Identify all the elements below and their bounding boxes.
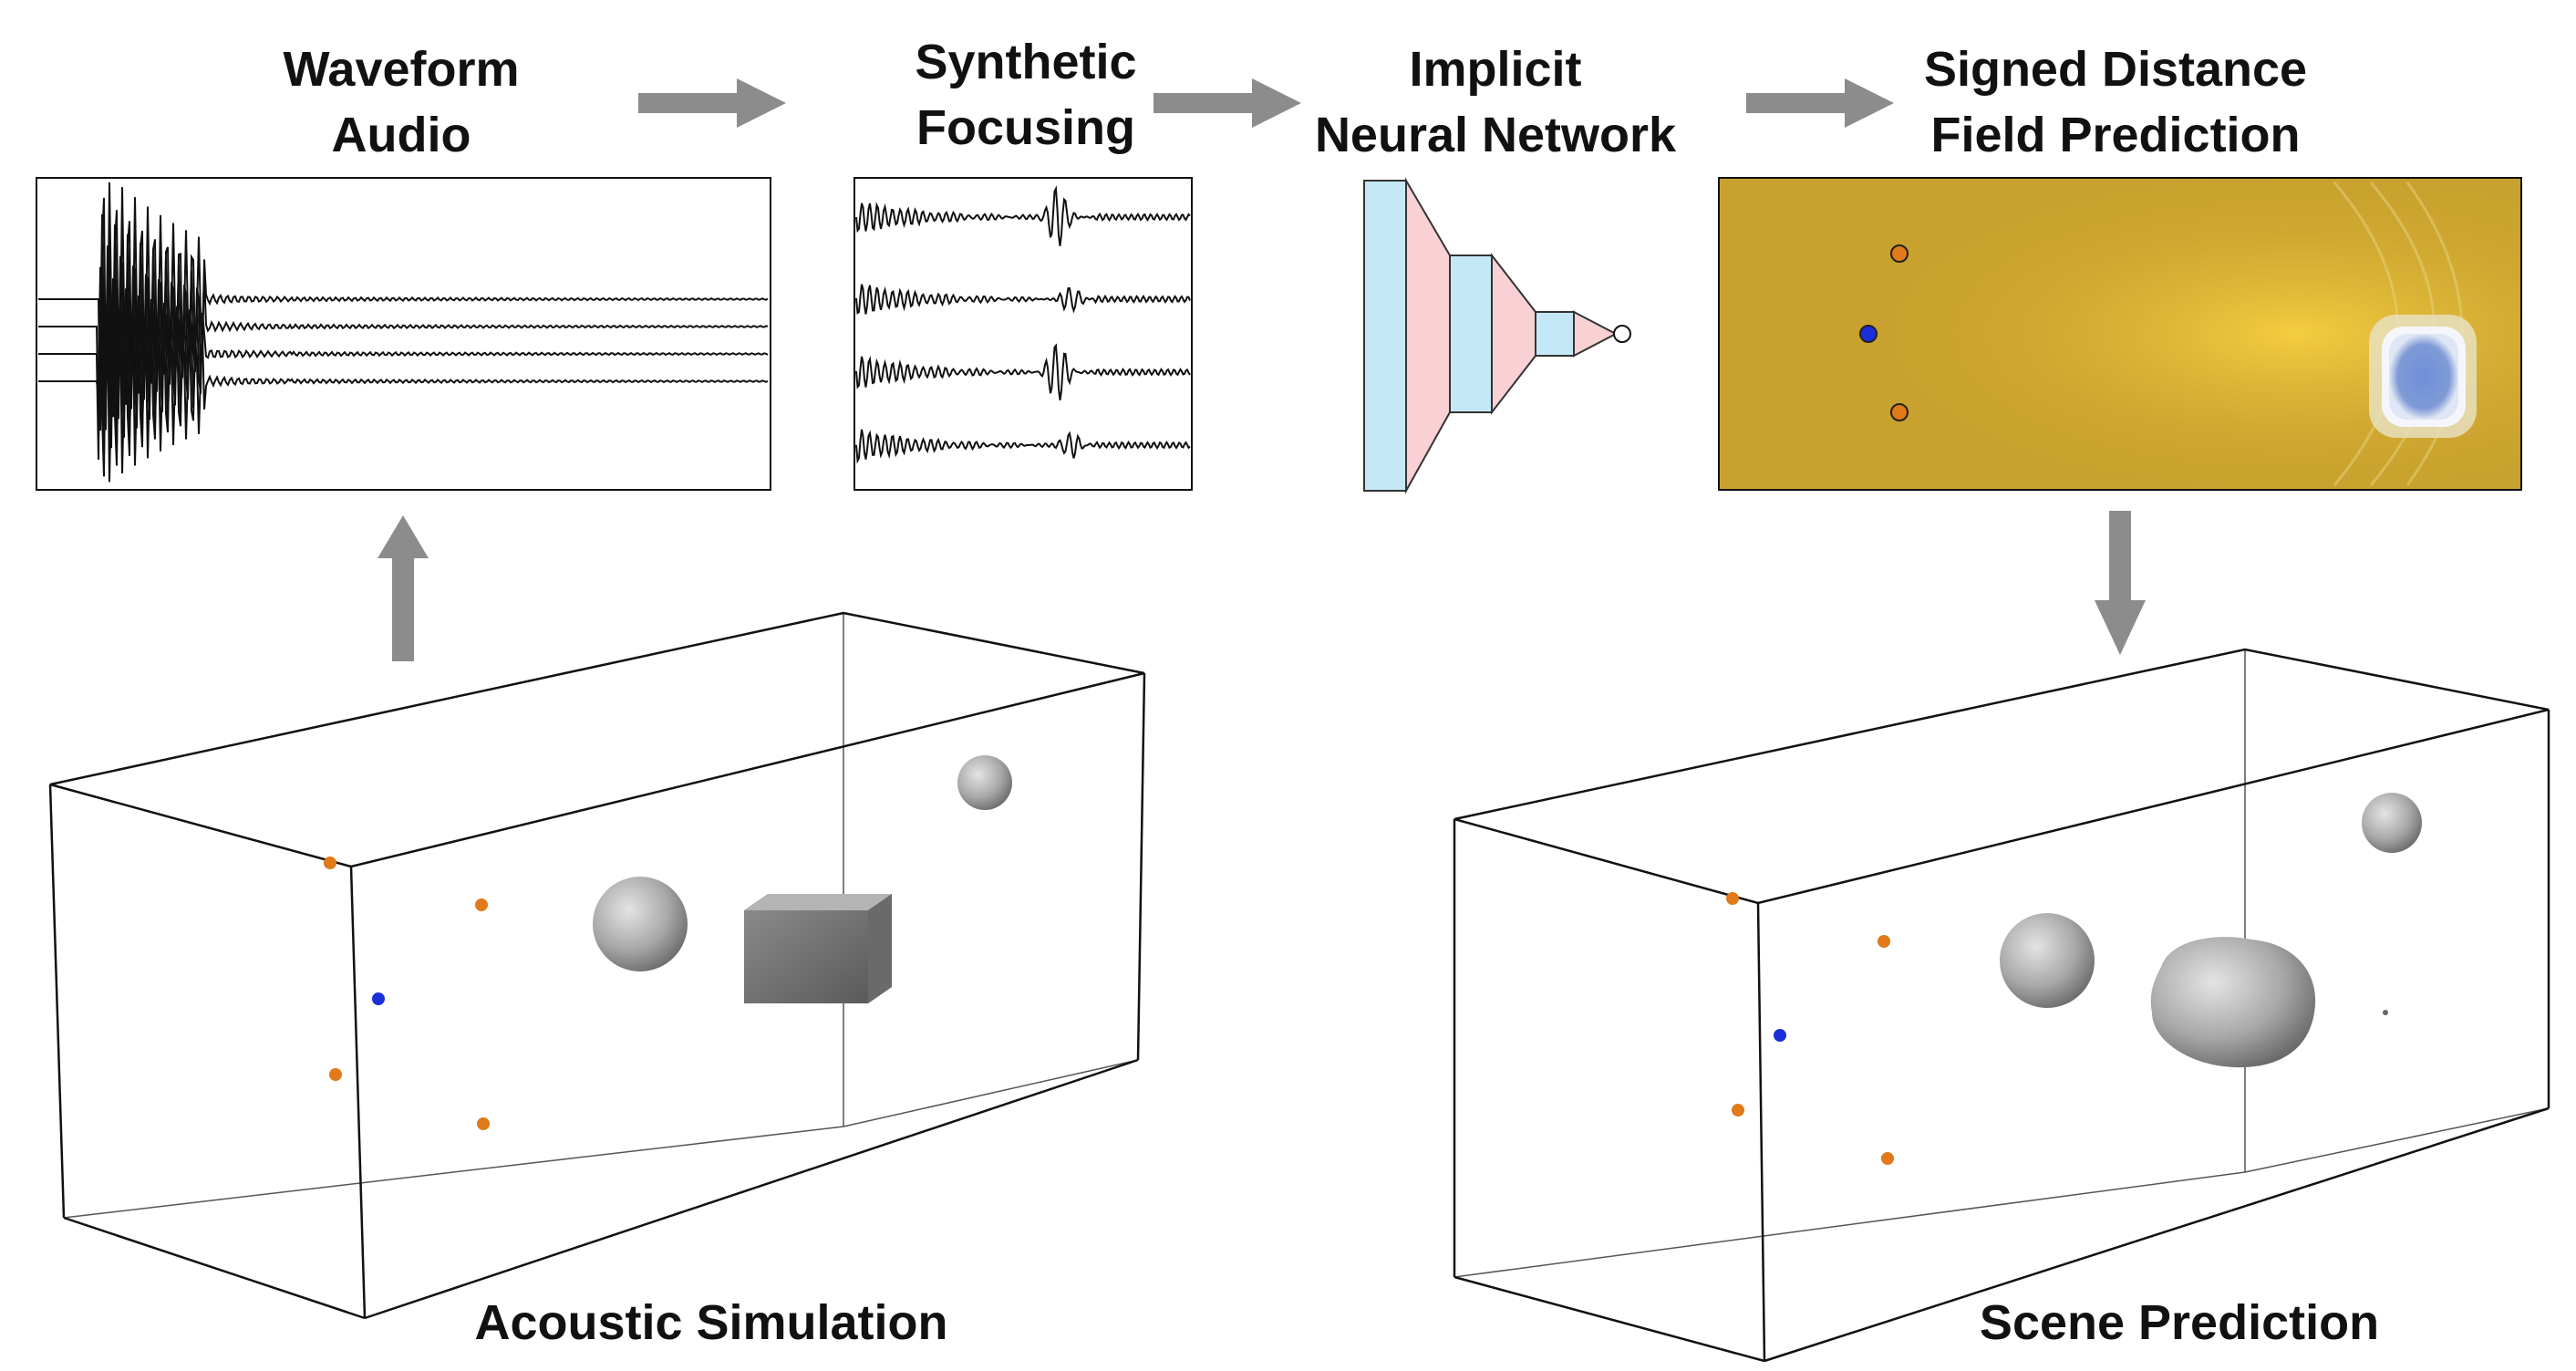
right-arrow-icon <box>638 78 786 128</box>
sim-microphone <box>477 1117 490 1130</box>
sim-microphone <box>324 857 336 869</box>
sim-microphone <box>329 1068 342 1081</box>
stage-title-network-line2: Neural Network <box>1314 108 1677 162</box>
focusing-trace <box>855 284 1191 315</box>
pred-sphere-medium <box>2000 913 2095 1008</box>
sdf-object-blob <box>2389 334 2458 420</box>
right-arrow-icon <box>1154 78 1301 128</box>
stage-title-waveform-line2: Audio <box>331 108 471 162</box>
focusing-trace <box>855 429 1191 464</box>
acoustic-simulation-scene <box>48 611 1146 1320</box>
title-acoustic-simulation: Acoustic Simulation <box>474 1295 948 1350</box>
sim-microphone <box>475 898 488 911</box>
waveform-trace <box>38 213 769 431</box>
sim-speaker <box>372 992 385 1005</box>
waveform-trace <box>38 182 769 431</box>
stage-title-network: Implicit Neural Network <box>1249 36 1742 168</box>
waveform-trace <box>38 245 769 460</box>
down-arrow-icon <box>2095 511 2146 655</box>
stage-title-focusing-line2: Focusing <box>916 100 1135 155</box>
network-transition-3 <box>1573 310 1619 358</box>
focusing-trace <box>855 343 1191 400</box>
pred-microphone <box>1726 892 1739 905</box>
right-arrow-icon <box>1746 78 1894 128</box>
stage-title-focusing: Synthetic Focusing <box>843 29 1208 161</box>
stage-title-sdf-line2: Field Prediction <box>1930 108 2301 162</box>
sdf-prediction-panel <box>1718 177 2522 491</box>
network-transition-1 <box>1405 177 1451 494</box>
sdf-speaker-marker <box>1859 325 1878 343</box>
stage-title-network-line1: Implicit <box>1409 42 1582 97</box>
network-layer-3 <box>1535 311 1575 357</box>
sim-sphere-large <box>593 877 688 971</box>
neural-network-diagram <box>1363 177 1631 494</box>
waveform-trace <box>38 266 769 483</box>
network-layer-2 <box>1449 254 1493 413</box>
pred-irregular-blob <box>2150 937 2316 1068</box>
stage-title-sdf: Signed Distance Field Prediction <box>1842 36 2389 168</box>
focusing-trace <box>855 185 1191 246</box>
synthetic-focusing-panel <box>853 177 1193 491</box>
sdf-microphone-marker <box>1890 403 1909 421</box>
title-scene-prediction: Scene Prediction <box>1979 1295 2380 1350</box>
pred-microphone <box>1878 935 1890 948</box>
waveform-audio-panel <box>36 177 771 491</box>
sim-sphere-small <box>957 755 1012 810</box>
pred-speaker <box>1774 1029 1786 1042</box>
stage-title-focusing-line1: Synthetic <box>915 35 1137 89</box>
output-node-icon <box>1613 325 1631 343</box>
network-transition-2 <box>1491 253 1536 415</box>
stage-title-waveform: Waveform Audio <box>219 36 584 168</box>
sdf-microphone-marker <box>1890 244 1909 263</box>
pred-microphone <box>1732 1104 1744 1117</box>
sim-cube <box>744 894 892 1003</box>
pred-noise-speck <box>2383 1010 2388 1015</box>
up-arrow-icon <box>378 515 429 661</box>
focusing-traces <box>855 185 1191 464</box>
pred-microphone <box>1881 1152 1894 1165</box>
waveform-traces <box>38 182 769 483</box>
network-layer-1 <box>1363 180 1407 492</box>
stage-title-sdf-line1: Signed Distance <box>1923 42 2308 97</box>
stage-title-waveform-line1: Waveform <box>283 42 520 97</box>
pred-sphere-small <box>2362 793 2422 853</box>
scene-prediction-scene <box>1453 648 2550 1363</box>
